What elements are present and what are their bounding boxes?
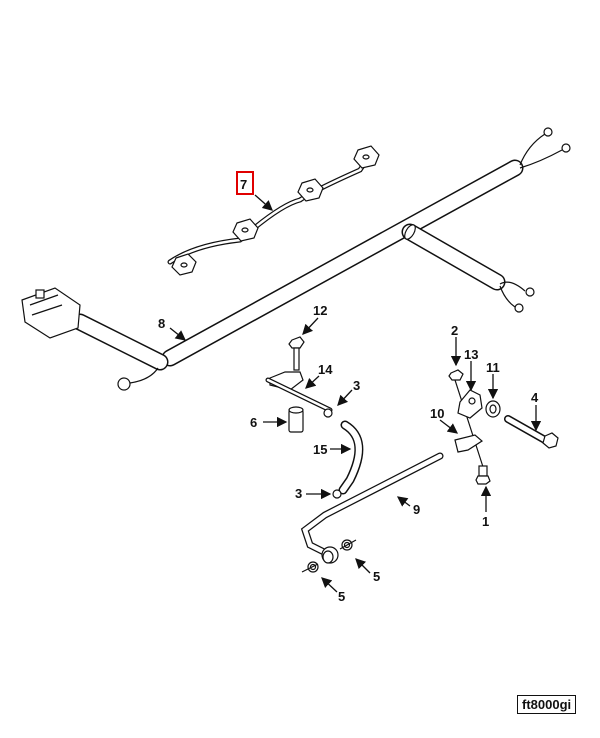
callout-12[interactable]: 12 <box>313 303 327 318</box>
callout-15[interactable]: 15 <box>313 442 327 457</box>
callout-7[interactable]: 7 <box>240 177 247 192</box>
callout-13[interactable]: 13 <box>464 347 478 362</box>
callout-5a[interactable]: 5 <box>373 569 380 584</box>
fuel-rod-assembly[interactable] <box>300 452 444 573</box>
bracket-assembly-left[interactable] <box>265 336 364 499</box>
callout-leaders <box>169 194 542 593</box>
callout-10[interactable]: 10 <box>430 406 444 421</box>
callout-8[interactable]: 8 <box>158 316 165 331</box>
callout-6[interactable]: 6 <box>250 415 257 430</box>
bracket-assembly-right[interactable] <box>448 369 559 485</box>
callout-9[interactable]: 9 <box>413 502 420 517</box>
highlight-box <box>236 171 254 195</box>
callout-2[interactable]: 2 <box>451 323 458 338</box>
callout-3a[interactable]: 3 <box>353 378 360 393</box>
callout-5b[interactable]: 5 <box>338 589 345 604</box>
harness-connector <box>21 287 81 339</box>
main-wiring-harness[interactable] <box>21 127 571 391</box>
callout-1[interactable]: 1 <box>482 514 489 529</box>
callout-3b[interactable]: 3 <box>295 486 302 501</box>
callout-4[interactable]: 4 <box>531 390 539 405</box>
injector-harness[interactable] <box>167 145 380 276</box>
callout-14[interactable]: 14 <box>318 362 333 377</box>
callout-11[interactable]: 11 <box>486 360 500 375</box>
figure-id-label: ft8000gi <box>517 695 577 714</box>
